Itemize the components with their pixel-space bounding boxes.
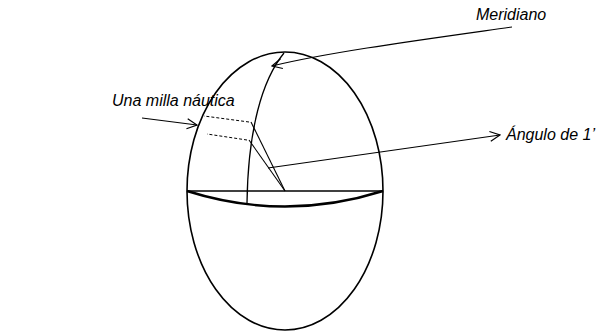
annotation-label: Meridiano	[474, 6, 548, 24]
leader-arrow	[142, 118, 197, 125]
leader-arrow	[268, 135, 500, 168]
equator-arc	[187, 191, 383, 207]
annotation-label: Una milla náutica	[110, 92, 237, 110]
radius-line	[249, 140, 285, 191]
dashed-extension	[207, 134, 247, 140]
radius-line	[251, 122, 285, 191]
annotation-label: Ángulo de 1’	[504, 126, 597, 144]
leader-arrow	[272, 27, 512, 66]
dashed-extension	[204, 116, 249, 122]
meridian-arc	[247, 53, 284, 203]
